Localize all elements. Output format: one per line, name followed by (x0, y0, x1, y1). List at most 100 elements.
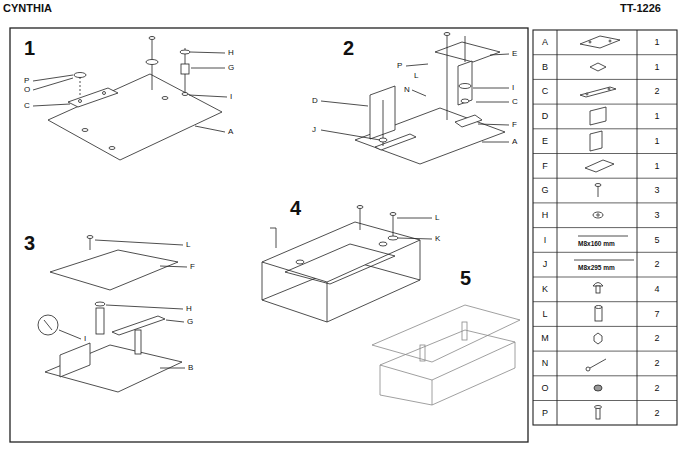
frame (10, 28, 528, 442)
step-4-drawing (398, 238, 432, 239)
step-2-drawing (473, 88, 509, 89)
part-letter: B (542, 63, 548, 72)
step-1-drawing (181, 64, 189, 74)
step-4-drawing (420, 240, 421, 280)
part-quantity: 2 (654, 359, 659, 368)
step-4-drawing (390, 213, 396, 216)
step-5-drawing (462, 322, 467, 340)
callout-letter: A (228, 128, 233, 136)
step-4-drawing (357, 206, 363, 209)
step-3-drawing (96, 308, 104, 334)
step-3-drawing (106, 305, 183, 309)
step-1-drawing (68, 88, 118, 107)
step-3-drawing (166, 320, 184, 322)
step-1-drawing (149, 37, 155, 40)
callout-letter: I (84, 335, 86, 343)
step-2-drawing (482, 142, 509, 143)
step-1-drawing (190, 52, 225, 53)
step-2-drawing (476, 102, 509, 103)
part-quantity: 2 (654, 260, 659, 269)
step-3-drawing (87, 236, 93, 239)
step-3-drawing (44, 320, 52, 330)
step-1-drawing (33, 36, 227, 160)
part-icon (596, 408, 600, 419)
part-icon (594, 333, 602, 344)
part-icon (590, 359, 606, 368)
step-3-drawing (60, 343, 90, 377)
part-icon (580, 36, 620, 48)
callout-letter: L (186, 241, 190, 249)
step-number: 5 (460, 268, 471, 288)
step-4-drawing (270, 228, 276, 248)
callout-letter: C (512, 98, 518, 106)
callout-letter: I (512, 84, 514, 92)
part-quantity: 3 (654, 211, 659, 220)
step-1-drawing (82, 129, 88, 132)
part-letter: G (541, 186, 548, 195)
step-2-drawing (447, 32, 448, 120)
frame (533, 30, 677, 425)
table-row-line (533, 277, 677, 278)
part-letter: O (541, 384, 548, 393)
step-4-drawing (397, 218, 432, 239)
table-row-line (533, 400, 677, 401)
part-letter: F (542, 162, 548, 171)
step-1-drawing (103, 92, 106, 95)
part-letter: M (541, 334, 549, 343)
table-row-line (533, 153, 677, 154)
part-icon (596, 286, 600, 293)
step-1-drawing (33, 78, 73, 90)
part-letter: J (543, 260, 548, 269)
part-icon (590, 131, 602, 151)
step-2-drawing (444, 33, 450, 36)
step-1-drawing (182, 93, 188, 96)
step-4-drawing (388, 236, 398, 240)
part-letter: L (542, 310, 547, 319)
callout-letter: L (435, 214, 439, 222)
step-5-drawing (372, 305, 520, 405)
step-4-drawing (285, 244, 395, 284)
part-icon (589, 41, 591, 43)
step-2-drawing (321, 101, 368, 106)
callout-letter: F (190, 263, 195, 271)
step-3-drawing (160, 266, 187, 267)
part-quantity: 1 (654, 112, 659, 121)
callout-letter: A (512, 138, 517, 146)
callout-letter: L (414, 72, 418, 80)
part-icon (574, 260, 634, 261)
table-row-line (533, 301, 677, 302)
part-quantity: 5 (654, 236, 659, 245)
callout-letter: K (435, 235, 440, 243)
step-1-drawing (80, 77, 81, 95)
step-1-drawing (109, 147, 115, 150)
step-4-drawing (262, 205, 432, 322)
step-5-drawing (432, 380, 433, 405)
step-number: 1 (24, 38, 35, 58)
part-quantity: 1 (654, 63, 659, 72)
callout-letter: C (24, 102, 30, 110)
table-row-line (533, 202, 677, 203)
callout-letter: J (312, 126, 316, 134)
part-letter: H (542, 211, 549, 220)
step-4-drawing (262, 222, 420, 282)
part-letter: I (544, 236, 547, 245)
part-quantity: 2 (654, 334, 659, 343)
table-row-line (533, 79, 677, 80)
callout-letter: E (512, 50, 517, 58)
part-letter: P (542, 409, 548, 418)
step-3-drawing (59, 240, 187, 368)
part-icon (590, 63, 606, 71)
step-1-drawing (180, 50, 190, 54)
part-quantity: 1 (654, 137, 659, 146)
step-2-drawing (458, 61, 472, 105)
step-1-drawing (33, 52, 227, 132)
part-icon (586, 93, 588, 95)
step-2-drawing (435, 42, 500, 62)
part-icon (597, 214, 599, 216)
sheet-title: CYNTHIA (3, 3, 52, 14)
step-3-drawing (38, 236, 187, 393)
table-row-line (533, 54, 677, 55)
part-letter: D (542, 112, 549, 121)
step-3-drawing (59, 330, 81, 339)
